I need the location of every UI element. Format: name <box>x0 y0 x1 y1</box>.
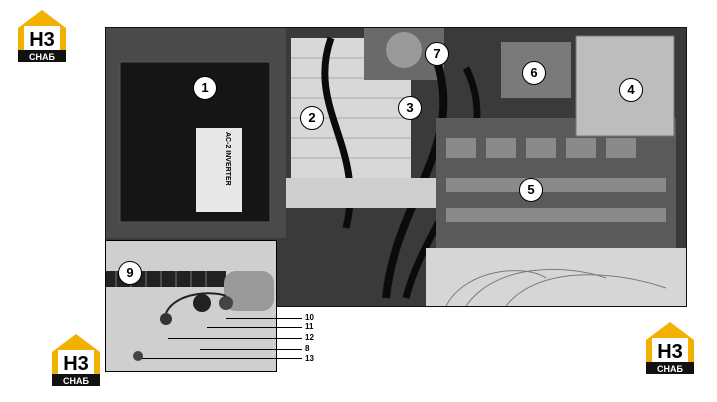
brand-logo-bottom-left: H3 СНАБ <box>48 330 104 388</box>
label-13: 13 <box>305 354 314 363</box>
callout-4: 4 <box>619 78 643 102</box>
svg-text:H3: H3 <box>63 353 89 375</box>
house-logo-icon: H3 СНАБ <box>18 10 66 62</box>
leader-10 <box>226 318 302 319</box>
label-10: 10 <box>305 313 314 322</box>
label-11: 11 <box>305 322 314 331</box>
label-8: 8 <box>305 344 310 353</box>
svg-text:H3: H3 <box>29 29 55 51</box>
leader-12 <box>168 338 302 339</box>
brand-logo-top-left: H3 СНАБ <box>14 6 70 64</box>
svg-text:H3: H3 <box>657 341 683 363</box>
house-logo-icon: H3 СНАБ <box>646 322 694 374</box>
svg-text:СНАБ: СНАБ <box>657 364 683 374</box>
callout-2: 2 <box>300 106 324 130</box>
svg-text:СНАБ: СНАБ <box>63 376 89 386</box>
callout-5: 5 <box>519 178 543 202</box>
callout-3: 3 <box>398 96 422 120</box>
inset-photo: 9 <box>105 240 277 372</box>
electrical-compartment-photo: AC-2 INVERTER <box>105 27 687 307</box>
label-12: 12 <box>305 333 314 342</box>
svg-text:СНАБ: СНАБ <box>29 52 55 62</box>
callout-7: 7 <box>425 42 449 66</box>
leader-13 <box>142 358 302 359</box>
leader-11 <box>207 327 302 328</box>
brand-logo-bottom-right: H3 СНАБ <box>642 318 698 376</box>
callout-1: 1 <box>193 76 217 100</box>
svg-text:AC-2 INVERTER: AC-2 INVERTER <box>224 132 231 186</box>
callout-6: 6 <box>522 61 546 85</box>
callout-9: 9 <box>118 261 142 285</box>
house-logo-icon: H3 СНАБ <box>52 334 100 386</box>
leader-8 <box>200 349 302 350</box>
